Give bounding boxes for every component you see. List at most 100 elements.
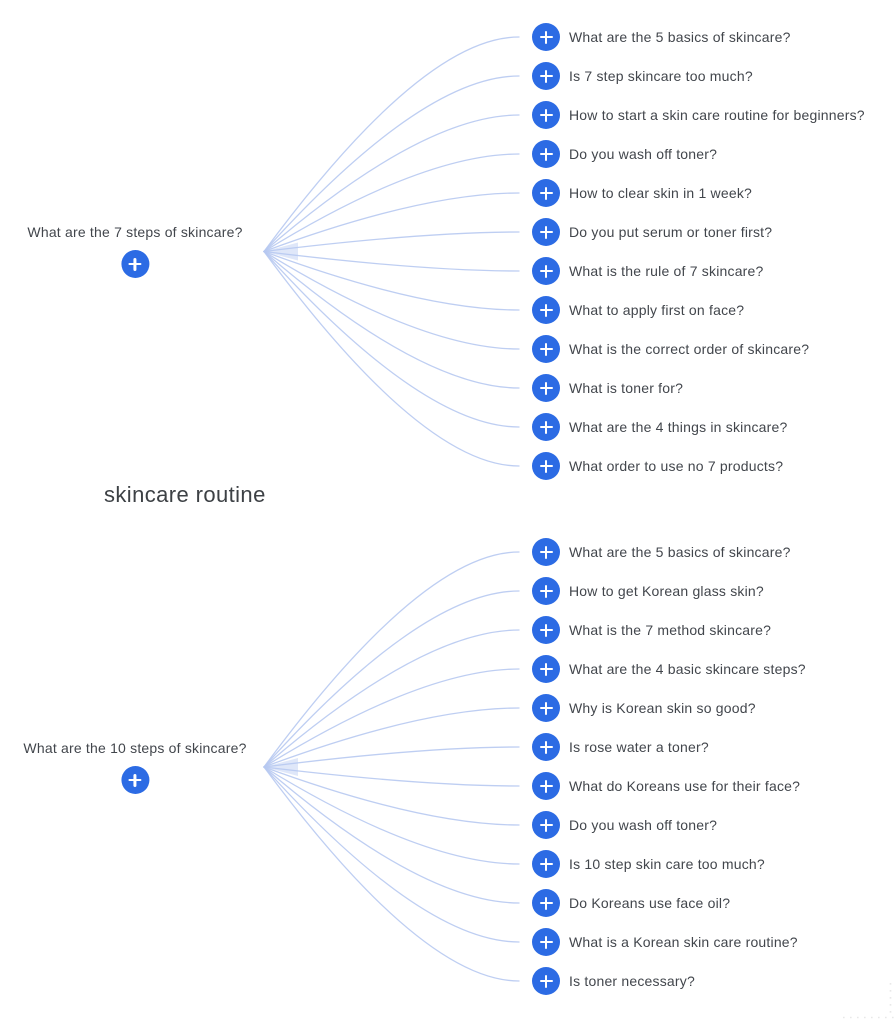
question-label: Is 7 step skincare too much? (569, 68, 753, 84)
expand-question-button[interactable] (532, 218, 560, 246)
question-label: Is rose water a toner? (569, 739, 709, 755)
question-label: What is a Korean skin care routine? (569, 934, 798, 950)
dotted-watermark (843, 983, 894, 1019)
plus-icon (539, 264, 553, 278)
expand-branch-button[interactable] (120, 766, 149, 794)
question-label: What are the 5 basics of skincare? (569, 544, 791, 560)
question-label: What are the 5 basics of skincare? (569, 29, 791, 45)
question-item[interactable]: Do you wash off toner? (532, 140, 717, 168)
question-label: Why is Korean skin so good? (569, 700, 756, 716)
plus-icon (539, 779, 553, 793)
plus-icon (539, 108, 553, 122)
question-label: Do you wash off toner? (569, 817, 718, 833)
plus-icon (539, 857, 553, 871)
expand-question-button[interactable] (532, 889, 560, 917)
question-item[interactable]: What do Koreans use for their face? (532, 772, 800, 800)
question-item[interactable]: How to clear skin in 1 week? (532, 179, 752, 207)
question-item[interactable]: What to apply first on face? (532, 296, 744, 324)
seed-keyword-title: skincare routine (104, 482, 266, 507)
question-label: What is the 7 method skincare? (569, 622, 772, 638)
expand-question-button[interactable] (532, 967, 560, 995)
plus-icon (539, 818, 553, 832)
expand-branch-button[interactable] (121, 250, 149, 278)
expand-question-button[interactable] (532, 694, 560, 722)
plus-icon (539, 186, 553, 200)
question-item[interactable]: What is the 7 method skincare? (532, 616, 771, 644)
expand-question-button[interactable] (532, 413, 560, 441)
question-item[interactable]: What is the correct order of skincare? (532, 335, 809, 363)
expand-question-button[interactable] (532, 140, 560, 168)
question-item[interactable]: Do Koreans use face oil? (532, 889, 730, 917)
question-item[interactable]: What are the 5 basics of skincare? (532, 23, 791, 51)
question-item[interactable]: Is 7 step skincare too much? (532, 62, 753, 90)
question-item[interactable]: How to get Korean glass skin? (532, 577, 764, 605)
expand-question-button[interactable] (532, 62, 560, 90)
expand-question-button[interactable] (532, 23, 560, 51)
expand-question-button[interactable] (532, 850, 560, 878)
plus-icon (539, 420, 553, 434)
question-label: What is toner for? (569, 380, 684, 396)
question-item[interactable]: Why is Korean skin so good? (532, 694, 756, 722)
plus-icon (128, 257, 142, 271)
question-label: Do Koreans use face oil? (569, 895, 731, 911)
question-label: How to clear skin in 1 week? (569, 185, 753, 201)
expand-question-button[interactable] (532, 335, 560, 363)
expand-question-button[interactable] (532, 538, 560, 566)
expand-question-button[interactable] (532, 296, 560, 324)
question-item[interactable]: Do you wash off toner? (532, 811, 717, 839)
expand-question-button[interactable] (532, 928, 560, 956)
plus-icon (539, 459, 553, 473)
question-label: How to get Korean glass skin? (569, 583, 764, 599)
question-item[interactable]: What are the 4 things in skincare? (532, 413, 787, 441)
question-item[interactable]: Do you put serum or toner first? (532, 218, 772, 246)
plus-icon (539, 896, 553, 910)
plus-icon (539, 147, 553, 161)
question-label: What do Koreans use for their face? (569, 778, 801, 794)
expand-question-button[interactable] (532, 655, 560, 683)
plus-icon (539, 303, 553, 317)
expand-question-button[interactable] (532, 179, 560, 207)
question-item[interactable]: How to start a skin care routine for beg… (532, 101, 865, 129)
expand-question-button[interactable] (532, 811, 560, 839)
question-item[interactable]: What is the rule of 7 skincare? (532, 257, 764, 285)
plus-icon (539, 701, 553, 715)
branch-label: What are the 10 steps of skincare? (23, 740, 247, 756)
expand-question-button[interactable] (532, 616, 560, 644)
question-item[interactable]: Is toner necessary? (532, 967, 695, 995)
expand-question-button[interactable] (532, 452, 560, 480)
plus-icon (539, 225, 553, 239)
expand-question-button[interactable] (532, 374, 560, 402)
question-label: Is toner necessary? (569, 973, 695, 989)
plus-icon (539, 662, 553, 676)
expand-question-button[interactable] (532, 772, 560, 800)
question-item[interactable]: What are the 5 basics of skincare? (532, 538, 791, 566)
expand-question-button[interactable] (532, 101, 560, 129)
plus-icon (539, 584, 553, 598)
question-label: How to start a skin care routine for beg… (569, 107, 865, 123)
question-item[interactable]: Is 10 step skin care too much? (532, 850, 765, 878)
question-label: What are the 4 things in skincare? (569, 419, 788, 435)
expand-question-button[interactable] (532, 257, 560, 285)
plus-icon (539, 623, 553, 637)
question-item[interactable]: What is a Korean skin care routine? (532, 928, 798, 956)
question-label: Do you put serum or toner first? (569, 224, 773, 240)
plus-icon (539, 974, 553, 988)
branch-node: What are the 10 steps of skincare? (23, 739, 246, 794)
expand-question-button[interactable] (532, 577, 560, 605)
branch-node: What are the 7 steps of skincare? (27, 223, 242, 278)
question-item[interactable]: What order to use no 7 products? (532, 452, 783, 480)
question-label: Is 10 step skin care too much? (569, 856, 765, 872)
expand-question-button[interactable] (532, 733, 560, 761)
branch-label: What are the 7 steps of skincare? (27, 224, 243, 240)
question-item[interactable]: What is toner for? (532, 374, 683, 402)
question-label: What to apply first on face? (569, 302, 745, 318)
plus-icon (539, 935, 553, 949)
question-label: What is the correct order of skincare? (569, 341, 810, 357)
plus-icon (539, 545, 553, 559)
question-label: Do you wash off toner? (569, 146, 718, 162)
question-item[interactable]: Is rose water a toner? (532, 733, 709, 761)
plus-icon (539, 69, 553, 83)
question-item[interactable]: What are the 4 basic skincare steps? (532, 655, 806, 683)
